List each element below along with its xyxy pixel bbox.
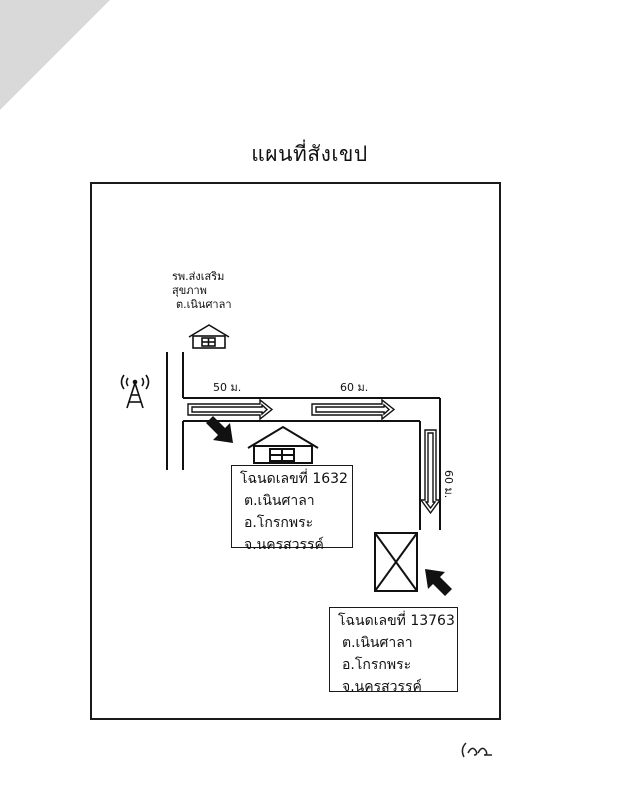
house-icon	[247, 425, 319, 464]
route-arrow-3	[419, 429, 442, 515]
handwritten-signature	[458, 737, 498, 765]
route-arrow-1	[187, 398, 274, 421]
page-corner-fold	[0, 0, 110, 110]
deed-district: อ.โกรกพระ	[342, 657, 412, 673]
house-icon	[188, 324, 230, 349]
deed-district: อ.โกรกพระ	[244, 515, 314, 531]
signature-mark	[461, 742, 492, 758]
route-arrow-2	[311, 398, 396, 421]
direction-arrow-icon	[425, 569, 452, 596]
main-road	[166, 352, 184, 470]
deed-subdistrict: ต.เนินศาลา	[244, 493, 315, 509]
radio-tower-icon	[120, 374, 150, 409]
deed-title: โฉนดเลขที่ 1632	[240, 471, 348, 487]
map-frame	[90, 182, 501, 720]
deed-province: จ.นครสวรรค์	[342, 679, 422, 695]
branch-road	[419, 398, 441, 530]
page-title: แผนที่สังเขป	[251, 142, 368, 166]
distance-label-2: 60 ม.	[340, 381, 369, 394]
landmark-line3: ต.เนินศาลา	[176, 298, 232, 311]
landmark-line1: รพ.ส่งเสริม	[172, 270, 225, 283]
deed-subdistrict: ต.เนินศาลา	[342, 635, 413, 651]
deed-province: จ.นครสวรรค์	[244, 537, 324, 553]
deed-box-13763: โฉนดเลขที่ 13763 ต.เนินศาลา อ.โกรกพระ จ.…	[329, 607, 458, 695]
landmark-line2: สุขภาพ	[172, 284, 207, 297]
deed-box-1632: โฉนดเลขที่ 1632 ต.เนินศาลา อ.โกรกพระ จ.น…	[231, 465, 353, 553]
land-plot-icon	[374, 532, 418, 592]
deed-title: โฉนดเลขที่ 13763	[338, 613, 455, 629]
distance-label-1: 50 ม.	[213, 381, 242, 394]
horizontal-road	[183, 397, 440, 422]
distance-label-3: 60 ม.	[442, 470, 455, 499]
landmark-label: รพ.ส่งเสริม สุขภาพ ต.เนินศาลา	[172, 270, 232, 312]
direction-arrow-icon	[206, 416, 233, 443]
